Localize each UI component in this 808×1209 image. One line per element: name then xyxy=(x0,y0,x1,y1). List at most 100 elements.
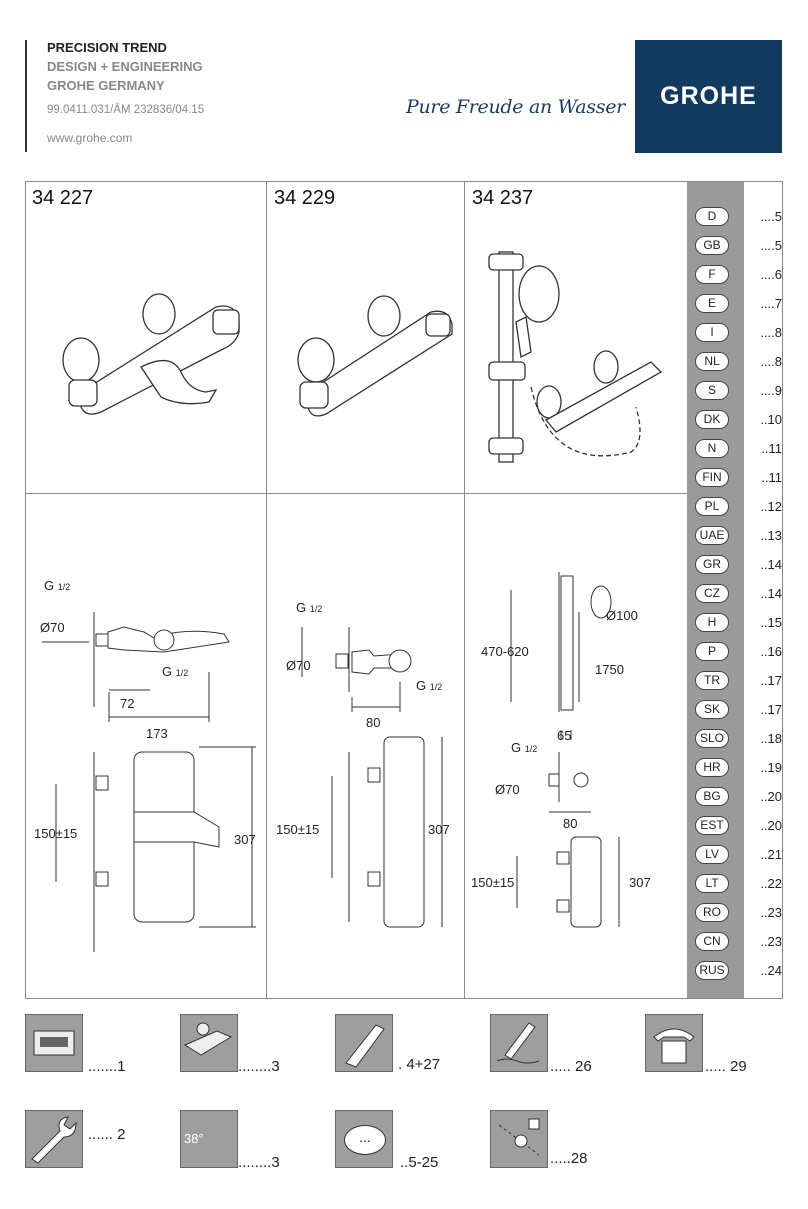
dim-80: 80 xyxy=(366,715,380,730)
language-badge-ro[interactable]: RO xyxy=(695,903,729,922)
dim-307: 307 xyxy=(234,832,256,847)
pencil-icon xyxy=(490,1014,548,1072)
ellipsis-text: ... xyxy=(344,1125,386,1155)
hand-mixer-icon xyxy=(180,1014,238,1072)
icon-label: .......1 xyxy=(88,1058,126,1075)
column-divider xyxy=(266,182,267,998)
language-badge-fin[interactable]: FIN xyxy=(695,468,729,487)
language-page-number: ..21 xyxy=(760,847,782,862)
language-page-number: ....6 xyxy=(760,267,782,282)
header-divider xyxy=(25,40,27,152)
language-page-number: ....5 xyxy=(760,238,782,253)
company-line: GROHE GERMANY xyxy=(47,78,165,93)
language-badge-gb[interactable]: GB xyxy=(695,236,729,255)
icon-label: .....28 xyxy=(550,1150,588,1167)
outlet-thread-label: G 1/2 xyxy=(162,664,188,679)
bath-thermostat-illustration xyxy=(62,293,240,415)
shower-thermostat-illustration xyxy=(297,295,453,417)
dim-150: 150±15 xyxy=(276,822,319,837)
language-badge-d[interactable]: D xyxy=(695,207,729,226)
language-badge-lt[interactable]: LT xyxy=(695,874,729,893)
language-page-number: ..15 xyxy=(760,615,782,630)
language-page-number: ..18 xyxy=(760,731,782,746)
language-page-number: ..12 xyxy=(760,499,782,514)
icon-label: ........3 xyxy=(238,1058,280,1075)
language-page-number: ..11 xyxy=(761,441,782,456)
language-badge-e[interactable]: E xyxy=(695,294,729,313)
language-badge-n[interactable]: N xyxy=(695,439,729,458)
document-code: 99.0411.031/ÄM 232836/04.15 xyxy=(47,104,205,116)
language-page-number: ..20 xyxy=(760,789,782,804)
language-badge-hr[interactable]: HR xyxy=(695,758,729,777)
language-page-number: ....7 xyxy=(760,296,782,311)
language-badge-i[interactable]: I xyxy=(695,323,729,342)
ellipsis-icon: ... xyxy=(335,1110,393,1168)
language-badge-bg[interactable]: BG xyxy=(695,787,729,806)
language-badge-uae[interactable]: UAE xyxy=(695,526,729,545)
dim-100: Ø100 xyxy=(606,608,638,623)
language-badge-pl[interactable]: PL xyxy=(695,497,729,516)
website-link[interactable]: www.grohe.com xyxy=(47,131,133,145)
icon-label: ..5-25 xyxy=(400,1154,439,1171)
language-badge-cn[interactable]: CN xyxy=(695,932,729,951)
brand-slogan: Pure Freude an Wasser xyxy=(406,96,625,118)
thread-label: G 1/2 xyxy=(296,600,322,615)
hex-key-icon xyxy=(335,1014,393,1072)
language-badge-h[interactable]: H xyxy=(695,613,729,632)
shower-system-dimension-drawing: 470-620 Ø100 1750 65 G 1/2 Ø70 80 150±15… xyxy=(471,572,651,928)
language-badge-rus[interactable]: RUS xyxy=(695,961,729,980)
dim-307: 307 xyxy=(428,822,450,837)
language-page-number: ..17 xyxy=(760,673,782,688)
design-line: DESIGN + ENGINEERING xyxy=(47,59,203,74)
language-badge-nl[interactable]: NL xyxy=(695,352,729,371)
dim-307: 307 xyxy=(629,875,651,890)
language-badge-gr[interactable]: GR xyxy=(695,555,729,574)
dim-470-620: 470-620 xyxy=(481,644,529,659)
product-series: PRECISION TREND xyxy=(47,40,167,55)
language-badge-p[interactable]: P xyxy=(695,642,729,661)
language-page-number: ..16 xyxy=(760,644,782,659)
language-badge-tr[interactable]: TR xyxy=(695,671,729,690)
dim-150: 150±15 xyxy=(34,826,77,841)
language-badge-s[interactable]: S xyxy=(695,381,729,400)
language-page-number: ..11 xyxy=(761,470,782,485)
phone-icon xyxy=(645,1014,703,1072)
language-page-number: ..10 xyxy=(760,412,782,427)
language-badge-f[interactable]: F xyxy=(695,265,729,284)
language-page-number: ..23 xyxy=(760,905,782,920)
language-badge-slo[interactable]: SLO xyxy=(695,729,729,748)
row-divider xyxy=(26,493,687,494)
dim-150: 150±15 xyxy=(471,875,514,890)
language-badge-lv[interactable]: LV xyxy=(695,845,729,864)
dim-65: 65 xyxy=(557,728,571,743)
language-badge-sk[interactable]: SK xyxy=(695,700,729,719)
language-page-number: ..14 xyxy=(760,586,782,601)
language-page-number: ..17 xyxy=(760,702,782,717)
language-page-number: ..13 xyxy=(760,528,782,543)
thread-label: G 1/2 xyxy=(44,578,70,593)
thread-label: G 1/2 xyxy=(511,740,537,755)
language-badge-est[interactable]: EST xyxy=(695,816,729,835)
spare-parts-icon xyxy=(490,1110,548,1168)
bath-dimension-drawing: G 1/2 Ø70 G 1/2 72 173 150±15 307 xyxy=(34,578,256,952)
diameter-label: Ø70 xyxy=(495,782,520,797)
temperature-38-icon: 38° xyxy=(180,1110,238,1168)
language-badge-cz[interactable]: CZ xyxy=(695,584,729,603)
icon-label: ..... 26 xyxy=(550,1058,592,1075)
language-badge-dk[interactable]: DK xyxy=(695,410,729,429)
language-page-number: ..14 xyxy=(760,557,782,572)
language-page-number: ....9 xyxy=(760,383,782,398)
dim-173: 173 xyxy=(146,726,168,741)
column-divider xyxy=(464,182,465,998)
language-page-number: ..23 xyxy=(760,934,782,949)
temperature-text: 38° xyxy=(184,1131,204,1146)
logo-text: GROHE xyxy=(660,82,757,110)
wrench-icon xyxy=(25,1110,83,1168)
shower-dimension-drawing: G 1/2 Ø70 G 1/2 80 150±15 307 xyxy=(276,600,450,928)
language-page-number: ..20 xyxy=(760,818,782,833)
language-page-number: ..24 xyxy=(760,963,782,978)
product-number-34237: 34 237 xyxy=(472,187,534,209)
outlet-thread-label: G 1/2 xyxy=(416,678,442,693)
icon-label: . 4+27 xyxy=(398,1056,441,1073)
icon-label: ..... 29 xyxy=(705,1058,747,1075)
